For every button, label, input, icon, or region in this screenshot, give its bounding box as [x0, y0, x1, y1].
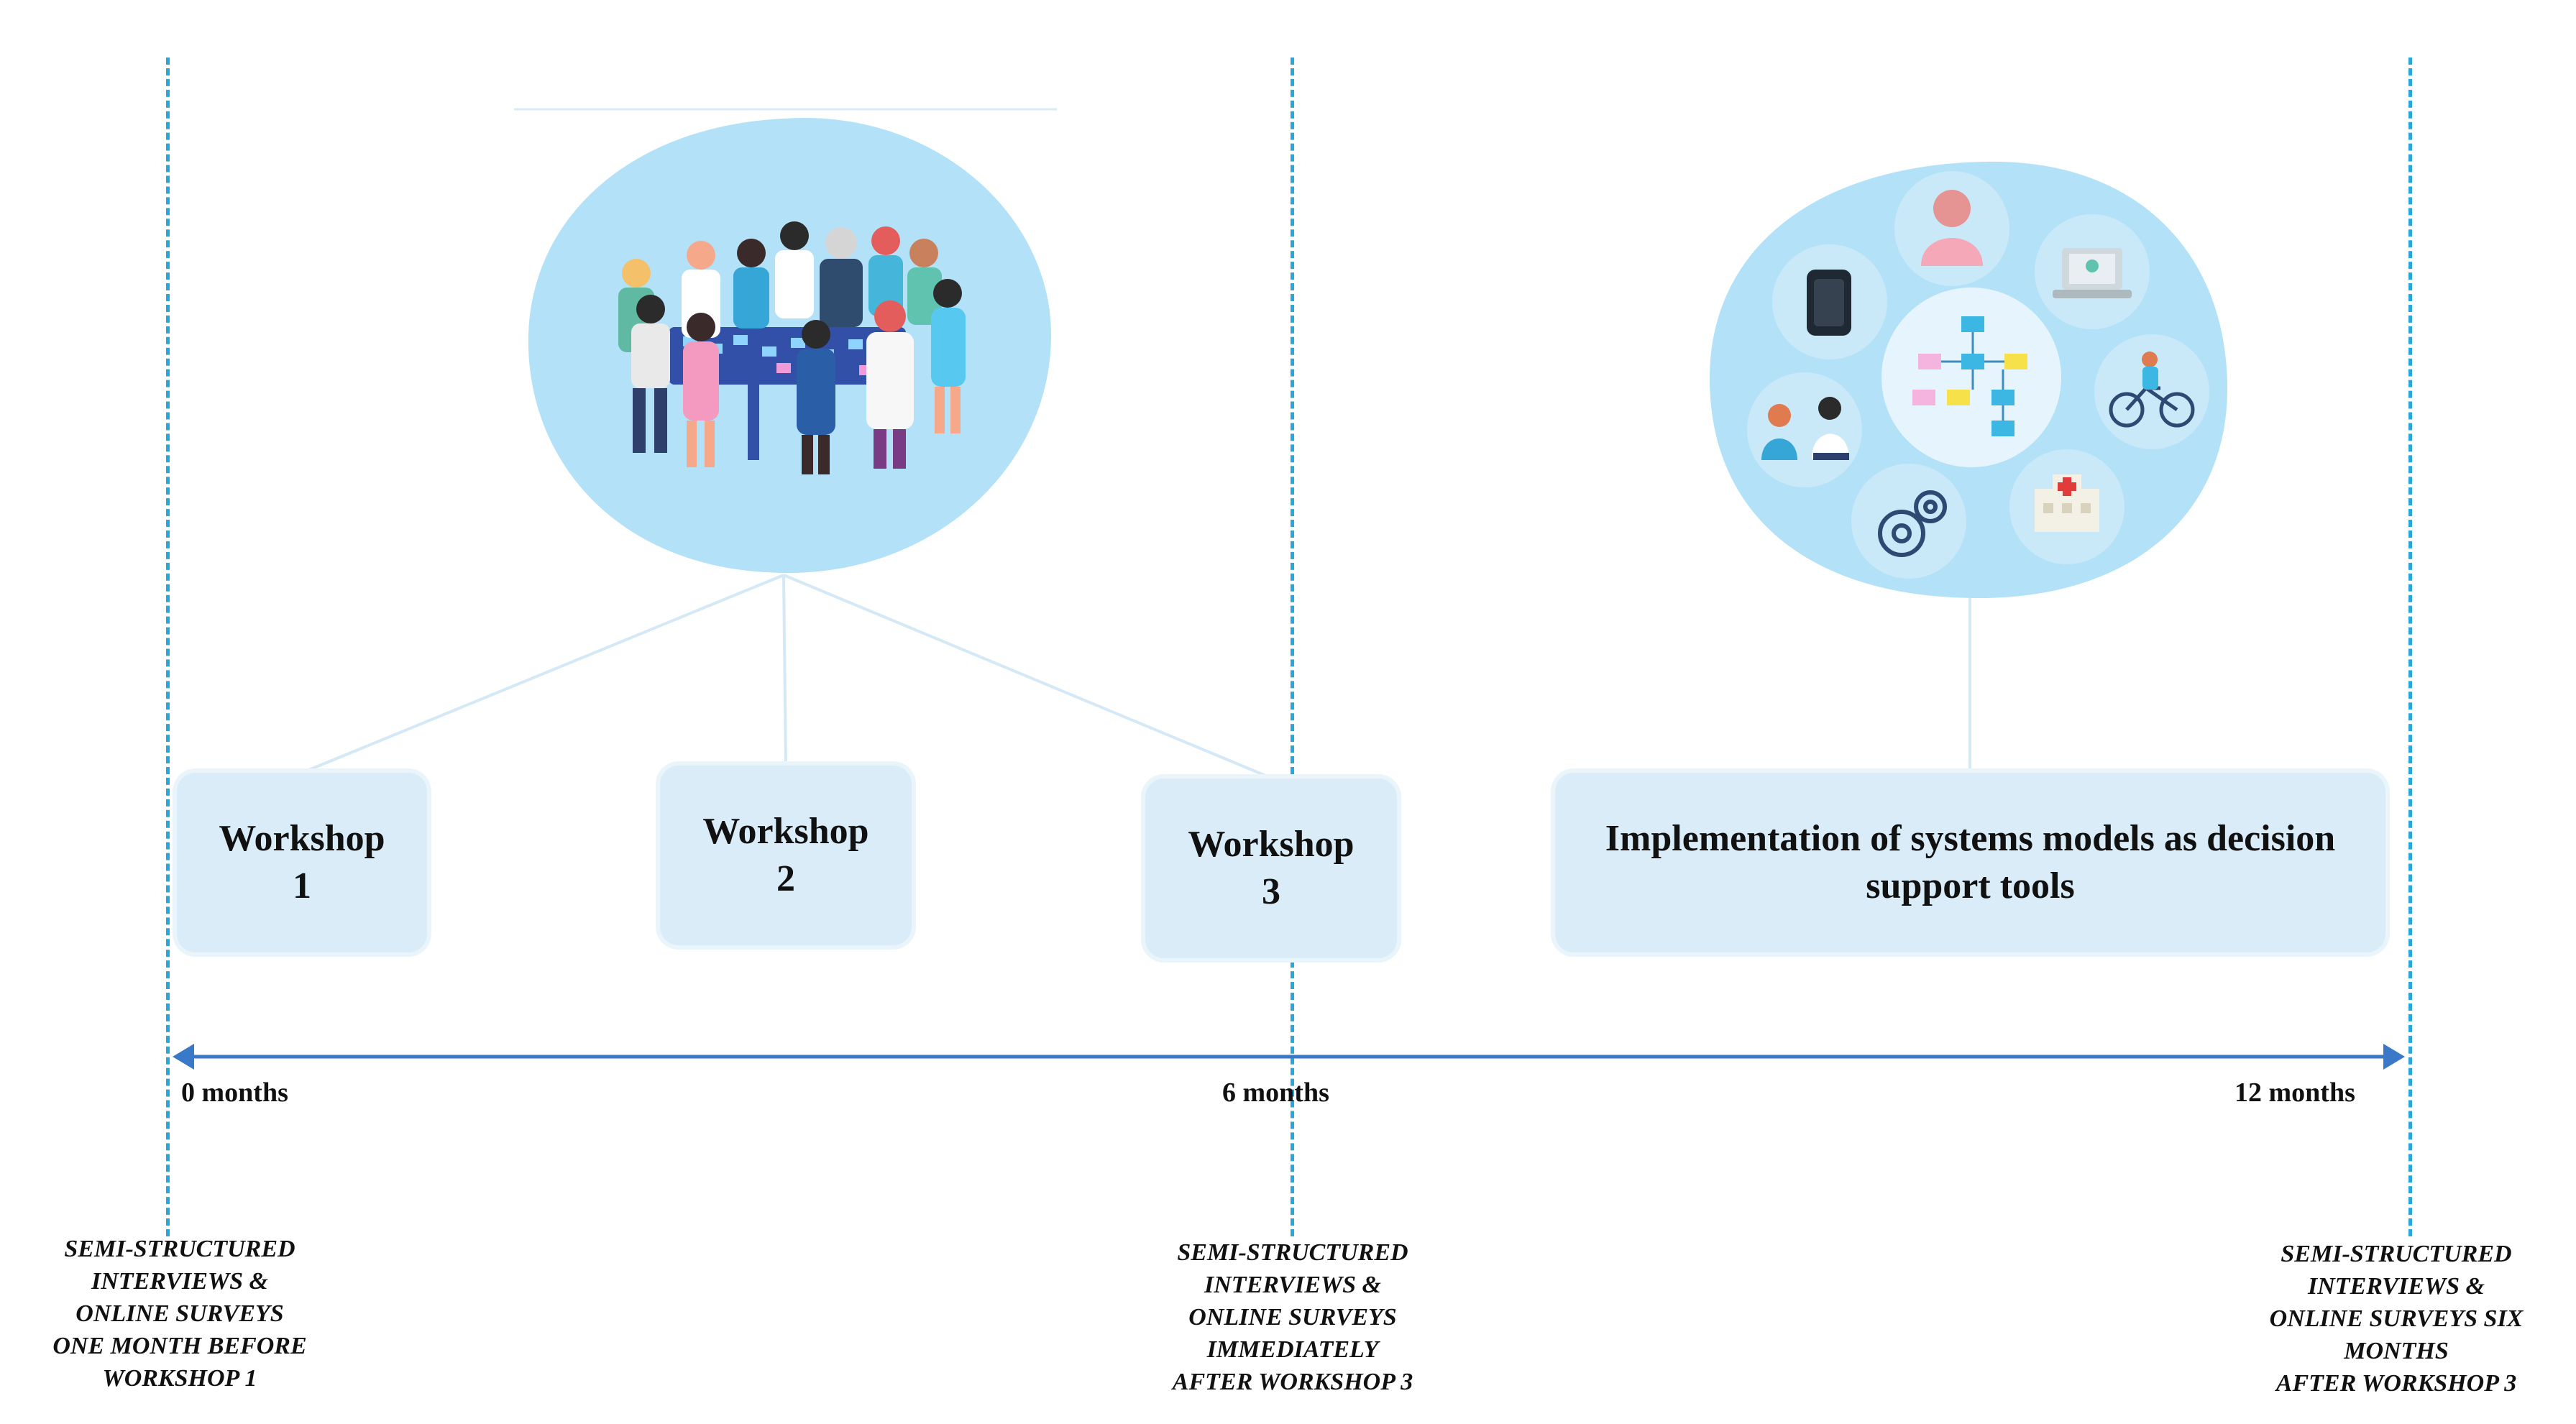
workshop-3-label: Workshop 3 [1188, 824, 1355, 912]
workshop-connectors [301, 574, 1971, 780]
axis-label-12-months: 12 months [2234, 1078, 2355, 1108]
workshop-1-box: Workshop 1 [177, 773, 427, 952]
milestone-line-6 [1291, 58, 1294, 1236]
hospital-icon [2035, 474, 2099, 532]
laptop-icon [2053, 248, 2132, 298]
connector-workshop-3 [783, 574, 1273, 780]
milestone-line-12 [2408, 58, 2412, 1236]
connector-workshop-1 [301, 574, 784, 774]
note-before-workshop-1: SEMI-STRUCTURED INTERVIEWS & ONLINE SURV… [52, 1236, 307, 1392]
workshop-3-box: Workshop 3 [1145, 778, 1397, 958]
phone-icon [1807, 270, 1851, 336]
connector-workshop-2 [782, 574, 787, 766]
milestone-line-0 [166, 58, 170, 1236]
consultation-icon [1761, 397, 1849, 460]
implementation-label: Implementation of systems models as deci… [1605, 818, 2336, 906]
timeline-axis [173, 1044, 2405, 1070]
axis-label-6-months: 6 months [1222, 1078, 1329, 1108]
user-icon [1921, 190, 1983, 266]
tools-cluster [1709, 161, 2228, 599]
workshop-2-label: Workshop 2 [702, 811, 869, 899]
workshop-1-label: Workshop 1 [219, 818, 385, 906]
workshop-2-box: Workshop 2 [660, 766, 912, 945]
note-six-months-after: SEMI-STRUCTURED INTERVIEWS & ONLINE SURV… [2269, 1241, 2524, 1397]
gears-icon [1878, 490, 1947, 557]
implementation-box: Implementation of systems models as deci… [1555, 773, 2385, 952]
note-after-workshop-3: SEMI-STRUCTURED INTERVIEWS & ONLINE SURV… [1172, 1239, 1413, 1395]
axis-label-0-months: 0 months [181, 1078, 288, 1108]
flowchart-icon [1881, 288, 2061, 467]
people-group-icon [528, 117, 1052, 574]
